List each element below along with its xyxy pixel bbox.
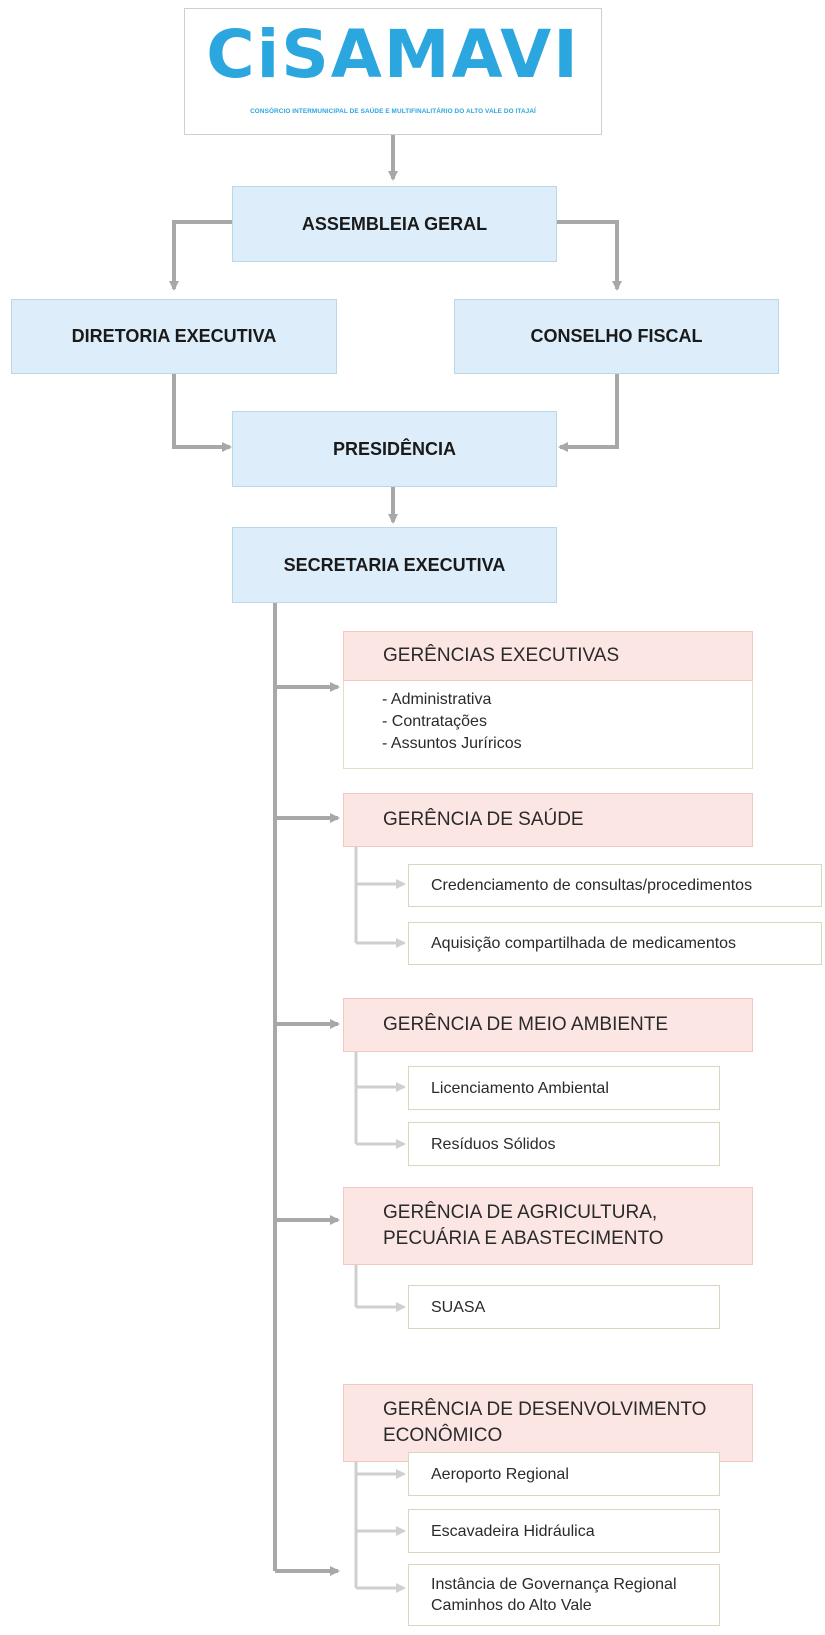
sub-line: Caminhos do Alto Vale — [431, 1597, 592, 1614]
sub-licenciamento: Licenciamento Ambiental — [408, 1066, 720, 1110]
logo-subtitle: CONSÓRCIO INTERMUNICIPAL DE SAÚDE E MULT… — [250, 108, 536, 115]
presidencia-box: PRESIDÊNCIA — [232, 411, 557, 487]
header-line: ECONÔMICO — [383, 1425, 503, 1446]
gerencia-meio-ambiente-header: GERÊNCIA DE MEIO AMBIENTE — [343, 998, 753, 1052]
sub-aeroporto: Aeroporto Regional — [408, 1452, 720, 1496]
sub-residuos: Resíduos Sólidos — [408, 1122, 720, 1166]
list-item: - Assuntos Juríricos — [382, 735, 522, 752]
header-line: GERÊNCIA DE DESENVOLVIMENTO — [383, 1399, 707, 1420]
gerencia-desenvolvimento-header: GERÊNCIA DE DESENVOLVIMENTO ECONÔMICO — [343, 1384, 753, 1462]
gerencias-executivas-header: GERÊNCIAS EXECUTIVAS — [343, 631, 753, 681]
assembleia-geral-box: ASSEMBLEIA GERAL — [232, 186, 557, 262]
secretaria-executiva-box: SECRETARIA EXECUTIVA — [232, 527, 557, 603]
sub-escavadeira: Escavadeira Hidráulica — [408, 1509, 720, 1553]
logo-wordmark: CiSAMAVI — [206, 16, 580, 93]
connector-conselho-presidencia — [558, 373, 619, 452]
conselho-fiscal-box: CONSELHO FISCAL — [454, 299, 779, 374]
diretoria-executiva-box: DIRETORIA EXECUTIVA — [11, 299, 337, 374]
list-item: - Administrativa — [382, 691, 492, 708]
sub-line: Instância de Governança Regional — [431, 1576, 677, 1593]
connector-diretoria-presidencia — [172, 373, 232, 452]
connector-assembleia-conselho — [557, 220, 622, 291]
sub-instancia-governanca: Instância de Governança Regional Caminho… — [408, 1564, 720, 1626]
logo: CiSAMAVI CONSÓRCIO INTERMUNICIPAL DE SAÚ… — [184, 8, 602, 135]
sub-aquisicao: Aquisição compartilhada de medicamentos — [408, 922, 822, 965]
sub-suasa: SUASA — [408, 1285, 720, 1329]
gerencias-executivas-list: - Administrativa - Contratações - Assunt… — [343, 681, 753, 769]
list-item: - Contratações — [382, 713, 487, 730]
connector-assembleia-diretoria — [169, 220, 232, 291]
sub-credenciamento: Credenciamento de consultas/procedimento… — [408, 864, 822, 907]
gerencia-agricultura-header: GERÊNCIA DE AGRICULTURA, PECUÁRIA E ABAS… — [343, 1187, 753, 1265]
gerencia-saude-header: GERÊNCIA DE SAÚDE — [343, 793, 753, 847]
header-line: PECUÁRIA E ABASTECIMENTO — [383, 1228, 664, 1249]
header-line: GERÊNCIA DE AGRICULTURA, — [383, 1202, 658, 1223]
